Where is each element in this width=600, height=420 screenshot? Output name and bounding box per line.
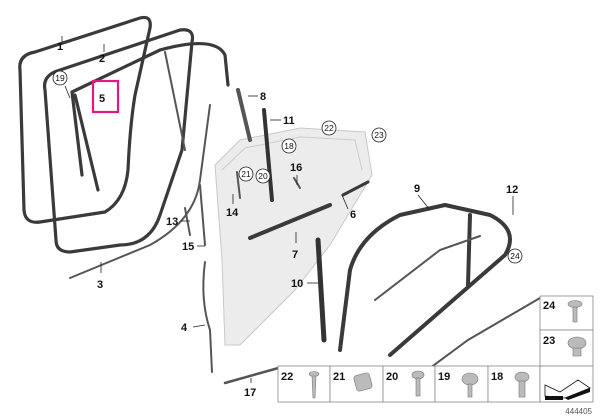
callout-10[interactable]: 10: [291, 278, 303, 290]
part-12[interactable]: [388, 203, 512, 357]
callout-15[interactable]: 15: [182, 241, 194, 253]
callout-6[interactable]: 6: [350, 209, 356, 221]
screw-23-icon: [567, 336, 587, 357]
door-panel[interactable]: [214, 127, 373, 346]
legend-label-20: 20: [386, 371, 398, 383]
screw-18-icon: [514, 371, 530, 398]
diagram-number: 444405: [565, 407, 592, 416]
callout-21-text: 21: [241, 169, 251, 179]
part-8[interactable]: [236, 88, 252, 142]
part-6[interactable]: [341, 180, 370, 197]
screw-24-icon: [567, 300, 583, 323]
legend-label-18: 18: [491, 371, 503, 383]
seal-1[interactable]: [18, 15, 152, 224]
callout-3[interactable]: 3: [97, 279, 103, 291]
nut-21-icon: [353, 372, 373, 392]
fastener-legend: 24 23 22 21 20 19 18: [277, 295, 594, 403]
seal-3[interactable]: [69, 104, 211, 279]
callout-19-text: 19: [55, 73, 65, 83]
callout-12[interactable]: 12: [506, 184, 518, 196]
seal-2[interactable]: [42, 28, 195, 254]
symbol-arrow-icon: [544, 379, 591, 400]
screw-20-icon: [411, 370, 425, 397]
callout-24-text: 24: [510, 251, 520, 261]
callout-18-text: 18: [284, 141, 294, 151]
callout-18[interactable]: 18: [281, 138, 297, 154]
callout-9[interactable]: 9: [414, 183, 420, 195]
callout-23-text: 23: [374, 130, 384, 140]
legend-label-24: 24: [543, 300, 556, 312]
clip-19-icon: [461, 372, 479, 398]
callout-24[interactable]: 24: [507, 248, 523, 264]
part-17[interactable]: [223, 365, 284, 385]
part-11[interactable]: [262, 108, 274, 202]
callout-23[interactable]: 23: [371, 127, 387, 143]
callout-5[interactable]: 5: [99, 93, 105, 105]
callout-4[interactable]: 4: [181, 322, 188, 334]
callout-22[interactable]: 22: [321, 120, 337, 136]
part-7[interactable]: [248, 203, 332, 240]
callout-1[interactable]: 1: [57, 41, 63, 53]
legend-label-23: 23: [543, 335, 555, 347]
callout-8[interactable]: 8: [260, 91, 266, 103]
callout-22-text: 22: [324, 123, 334, 133]
callout-2[interactable]: 2: [99, 53, 105, 65]
callout-13[interactable]: 13: [166, 216, 178, 228]
callout-7[interactable]: 7: [292, 249, 298, 261]
part-9[interactable]: [338, 203, 447, 352]
legend-label-21: 21: [333, 371, 345, 383]
callout-16[interactable]: 16: [290, 162, 302, 174]
callout-17[interactable]: 17: [244, 387, 256, 399]
part-10[interactable]: [315, 237, 327, 343]
legend-label-19: 19: [438, 371, 450, 383]
part-4[interactable]: [202, 261, 213, 373]
screw-22-icon: [308, 371, 320, 399]
window-channel-5[interactable]: [70, 41, 230, 192]
legend-label-22: 22: [281, 371, 293, 383]
callout-19[interactable]: 19: [52, 70, 68, 86]
callout-11[interactable]: 11: [283, 115, 295, 127]
callout-20[interactable]: 20: [255, 168, 271, 184]
highlight-box: [91, 79, 120, 114]
callout-14[interactable]: 14: [226, 207, 239, 219]
callout-20-text: 20: [258, 171, 268, 181]
callout-21[interactable]: 21: [238, 166, 254, 182]
